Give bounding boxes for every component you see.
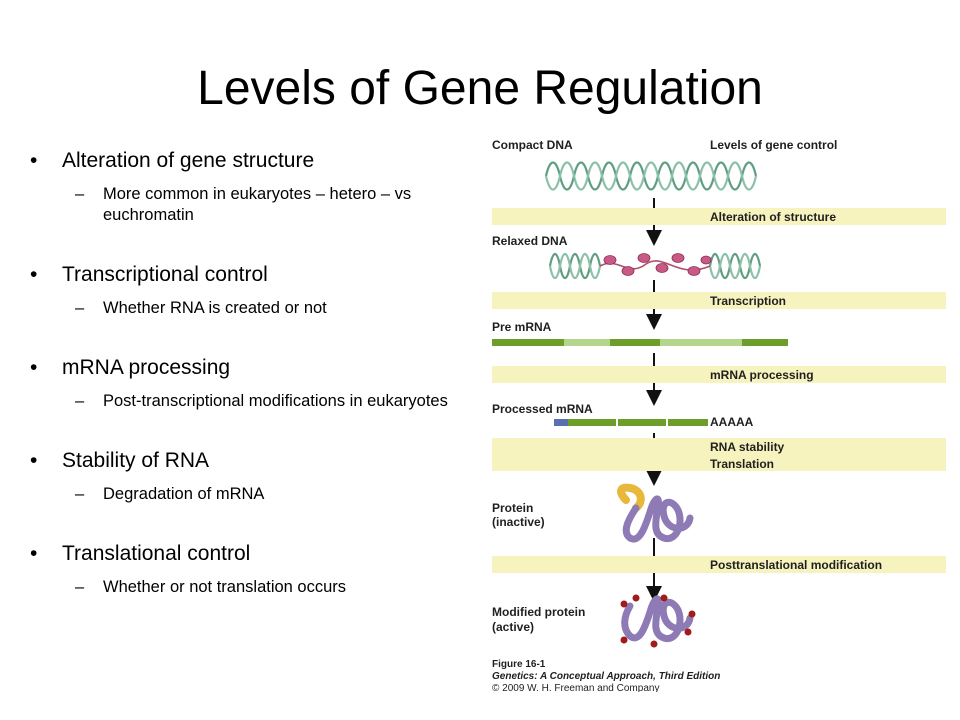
pre-mrna-label: Pre mRNA [492, 320, 552, 334]
bullet-text: mRNA processing [30, 355, 470, 381]
figure-number: Figure 16-1 [492, 659, 546, 670]
compact-dna-icon [544, 161, 758, 191]
protein-state-label: (inactive) [492, 515, 545, 529]
posttranslational-band [492, 556, 946, 573]
mrna-processing-band-label: mRNA processing [710, 368, 814, 382]
sub-bullet-text: Whether RNA is created or not [62, 298, 470, 319]
sub-bullet-text: Degradation of mRNA [62, 484, 470, 505]
translation-band-label: Translation [710, 457, 774, 471]
compact-dna-label: Compact DNA [492, 138, 573, 152]
translation-band [492, 455, 946, 471]
bullet-item: Stability of RNA Degradation of mRNA [30, 448, 470, 505]
modified-protein-state-label: (active) [492, 620, 534, 634]
posttranslational-band-label: Posttranslational modification [710, 558, 882, 572]
bullet-item: Translational control Whether or not tra… [30, 541, 470, 598]
gene-control-figure: Compact DNA Levels of gene control Alter… [492, 138, 946, 692]
sub-bullet-text: Whether or not translation occurs [62, 577, 470, 598]
alteration-band [492, 208, 946, 225]
alteration-band-label: Alteration of structure [710, 210, 836, 224]
bullet-item: mRNA processing Post-transcriptional mod… [30, 355, 470, 412]
rna-stability-band [492, 438, 946, 455]
poly-a-tail-label: AAAAA [710, 415, 754, 429]
relaxed-dna-label: Relaxed DNA [492, 234, 568, 248]
bullet-text: Alteration of gene structure [30, 148, 470, 174]
bullet-item: Alteration of gene structure More common… [30, 148, 470, 226]
bullet-item: Transcriptional control Whether RNA is c… [30, 262, 470, 319]
bullet-list: Alteration of gene structure More common… [30, 148, 470, 634]
figure-source: Genetics: A Conceptual Approach, Third E… [492, 671, 720, 682]
active-protein-icon [620, 594, 696, 648]
figure-copyright: © 2009 W. H. Freeman and Company [492, 683, 659, 692]
bullet-text: Transcriptional control [30, 262, 470, 288]
modified-protein-label: Modified protein [492, 605, 585, 619]
slide-title: Levels of Gene Regulation [197, 62, 763, 115]
protein-label: Protein [492, 501, 533, 515]
rna-stability-band-label: RNA stability [710, 440, 785, 454]
pre-mrna-strip [492, 339, 788, 346]
transcription-band-label: Transcription [710, 294, 786, 308]
relaxed-dna-icon [548, 252, 762, 280]
processed-mrna-strip [554, 419, 708, 426]
bullet-text: Stability of RNA [30, 448, 470, 474]
mrna-processing-band [492, 366, 946, 383]
sub-bullet-text: Post-transcriptional modifications in eu… [62, 391, 470, 412]
bullet-text: Translational control [30, 541, 470, 567]
levels-header-label: Levels of gene control [710, 138, 837, 152]
sub-bullet-text: More common in eukaryotes – hetero – vs … [62, 184, 470, 226]
transcription-band [492, 292, 946, 309]
processed-mrna-label: Processed mRNA [492, 402, 593, 416]
inactive-protein-icon [617, 483, 694, 543]
